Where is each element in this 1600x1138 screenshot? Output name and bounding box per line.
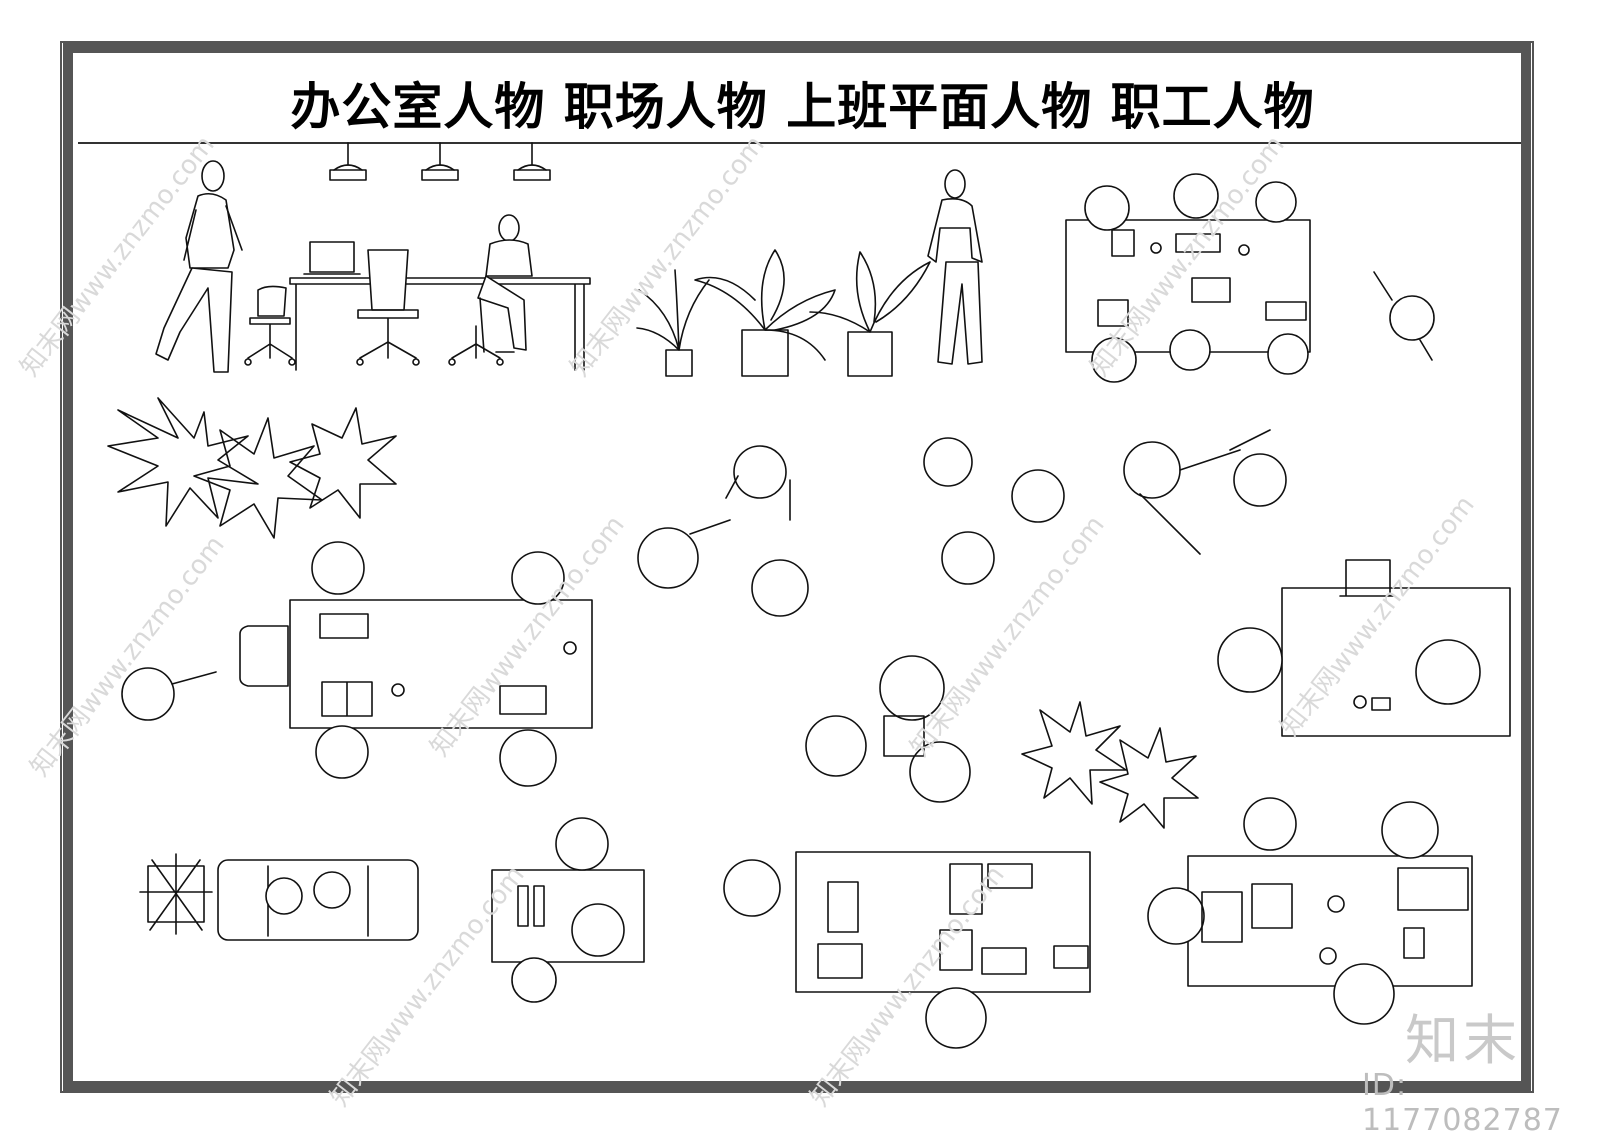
border-band [63, 43, 1531, 1091]
meeting-table-plan [1065, 173, 1311, 383]
desk-plan-right [1217, 559, 1511, 737]
people-topview-group [637, 429, 1287, 617]
brand-logo-text: 知末 [1405, 1009, 1521, 1072]
outer-frame [60, 41, 1534, 1093]
elevation-office-scene [155, 142, 591, 373]
id-label: ID: 1177082787 [1362, 1068, 1563, 1138]
people-topview-cluster [805, 655, 971, 803]
standing-man-figure [927, 169, 983, 365]
office-chair [244, 285, 296, 366]
office-chair [356, 249, 420, 366]
long-table-plan [723, 851, 1091, 1049]
page-title: 办公室人物 职场人物 上班平面人物 职工人物 [290, 78, 1315, 136]
laptop [309, 241, 355, 273]
person-topview [1373, 271, 1435, 361]
spiky-plants-topview [1021, 701, 1199, 829]
seated-man-figure [477, 214, 533, 353]
desk [289, 277, 591, 371]
potted-plants [636, 249, 931, 377]
drawing-table-plan [491, 817, 645, 1003]
meeting-table-plan-right [1147, 797, 1473, 1025]
work-table-plan [121, 541, 593, 787]
pendant-lamp [513, 142, 551, 181]
office-chair [448, 325, 504, 366]
walking-man-figure [155, 160, 243, 373]
pendant-lamp [329, 142, 367, 181]
pendant-lamp [421, 142, 459, 181]
sofa-lounge-plan [139, 853, 419, 941]
spiky-plants-topview [107, 397, 397, 539]
